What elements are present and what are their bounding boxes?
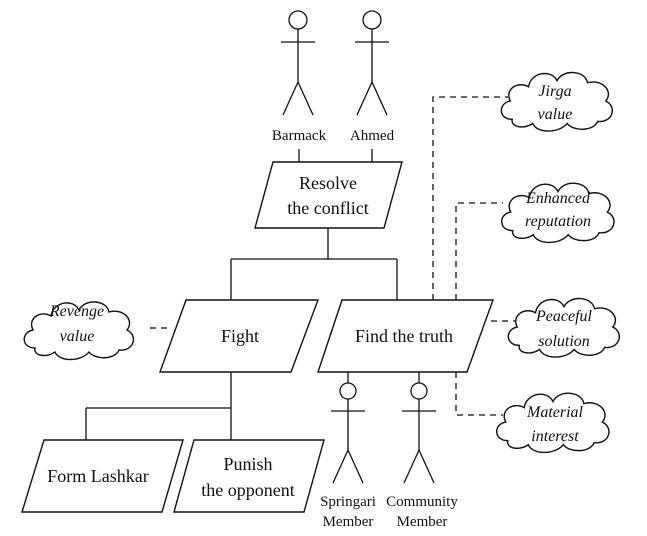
actor-ahmed: Ahmed: [350, 10, 395, 144]
softgoal-jirga-line1: Jirga: [538, 83, 571, 100]
softgoal-material-line1: Material: [526, 404, 584, 421]
goal-fight: Fight: [159, 299, 320, 373]
actor-community-member: Community Member: [386, 382, 458, 530]
stick-figure-icon: [402, 382, 436, 484]
softgoal-reputation-line1: Enhanced: [525, 190, 591, 207]
actor-label-community-line1: Community: [386, 494, 458, 510]
goal-form-lashkar: Form Lashkar: [21, 439, 184, 513]
softgoal-jirga-value: Jirga value: [500, 71, 614, 132]
stick-figure-icon: [281, 10, 315, 116]
stick-figure-icon: [331, 382, 365, 484]
goal-resolve-line2: the conflict: [287, 198, 368, 218]
actor-label-ahmed: Ahmed: [350, 128, 395, 144]
contribution-links: [150, 96, 517, 416]
softgoal-revenge-line1: Revenge: [49, 303, 104, 320]
actor-label-barmack: Barmack: [272, 128, 327, 144]
link-truth-material: [455, 372, 503, 416]
goal-punish-line1: Punish: [223, 454, 272, 474]
actor-label-springari-line1: Springari: [320, 494, 376, 510]
actor-springari-member: Springari Member: [320, 382, 376, 530]
softgoal-peaceful-line1: Peaceful: [535, 308, 593, 325]
goal-resolve-line1: Resolve: [299, 173, 357, 193]
softgoal-peaceful-line2: solution: [538, 333, 590, 350]
softgoal-material-line2: interest: [531, 428, 579, 445]
softgoal-revenge-line2: value: [60, 328, 95, 345]
stick-figure-icon: [355, 10, 389, 116]
goal-form-lashkar-label: Form Lashkar: [47, 466, 148, 486]
goal-find-the-truth: Find the truth: [317, 299, 494, 373]
softgoal-material-interest: Material interest: [495, 392, 610, 454]
actor-barmack: Barmack: [272, 10, 327, 144]
link-truth-jirga: [432, 96, 508, 300]
actor-label-community-line2: Member: [397, 514, 448, 530]
softgoal-enhanced-reputation: Enhanced reputation: [500, 182, 615, 244]
softgoal-peaceful-solution: Peaceful solution: [507, 297, 621, 358]
link-truth-reputation: [455, 202, 503, 300]
decomposition-links: [85, 149, 420, 440]
goal-fight-label: Fight: [221, 326, 259, 346]
softgoal-revenge-value: Revenge value: [23, 301, 135, 361]
goal-find-truth-label: Find the truth: [355, 326, 453, 346]
actor-label-springari-line2: Member: [323, 514, 374, 530]
goal-punish-the-opponent: Punish the opponent: [173, 439, 325, 513]
softgoal-reputation-line2: reputation: [525, 213, 591, 230]
softgoal-jirga-line2: value: [538, 106, 573, 123]
goal-resolve-the-conflict: Resolve the conflict: [254, 161, 403, 229]
goal-punish-line2: the opponent: [201, 480, 294, 500]
